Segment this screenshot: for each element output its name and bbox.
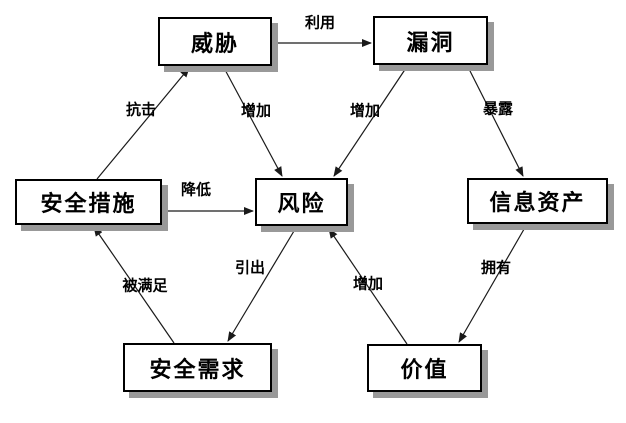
node-risk: 风险 xyxy=(255,178,348,226)
arrow-threat-to-risk xyxy=(222,65,283,177)
arrow-risk-to-requirements xyxy=(227,225,298,342)
arrow-value-to-risk xyxy=(328,228,408,345)
arrow-vulnerability-to-assets xyxy=(466,64,524,177)
node-security-requirements: 安全需求 xyxy=(123,343,272,392)
arrow-vulnerability-to-risk xyxy=(333,64,409,177)
node-security-measures: 安全措施 xyxy=(15,179,162,225)
arrow-assets-to-value xyxy=(458,223,528,343)
edge-label-expose: 暴露 xyxy=(482,99,514,118)
edge-label-increase-vulnerability: 增加 xyxy=(349,101,381,120)
edge-label-resist: 抗击 xyxy=(125,100,157,119)
edge-label-exploit: 利用 xyxy=(304,13,336,32)
node-vulnerability: 漏洞 xyxy=(373,16,488,65)
node-value: 价值 xyxy=(367,344,482,392)
edge-label-increase-value: 增加 xyxy=(352,274,384,293)
edge-label-increase-threat: 增加 xyxy=(240,101,272,120)
arrow-measures-to-threat xyxy=(96,67,190,180)
arrow-requirements-to-measures xyxy=(93,226,175,344)
edge-label-reduce: 降低 xyxy=(180,180,212,199)
node-information-assets: 信息资产 xyxy=(467,178,608,224)
edge-label-satisfied-by: 被满足 xyxy=(122,276,168,295)
node-threat: 威胁 xyxy=(158,17,272,66)
edge-label-leads-to: 引出 xyxy=(234,258,266,277)
edge-label-possess: 拥有 xyxy=(480,258,512,277)
